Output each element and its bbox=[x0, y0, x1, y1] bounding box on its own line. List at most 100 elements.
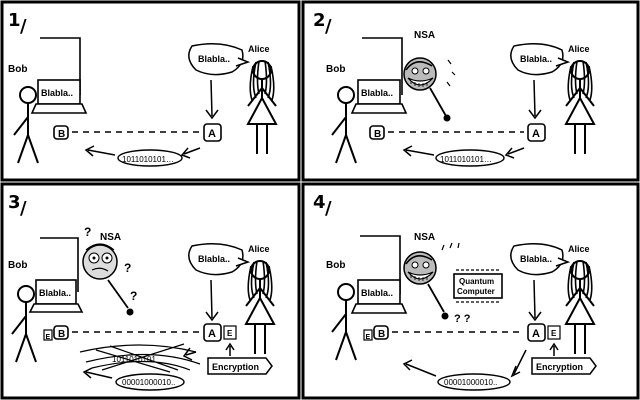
panel-1-arrow-to-binary bbox=[180, 147, 201, 159]
panel-3-laptop: Blabla.. bbox=[28, 279, 84, 313]
panel-2-speech-text: Blabla.. bbox=[520, 54, 552, 64]
panel-3-alice bbox=[245, 260, 275, 355]
panel-3-bob bbox=[11, 285, 37, 363]
panel-4-bob bbox=[331, 283, 357, 361]
panel-2-nsa-label: NSA bbox=[414, 30, 435, 41]
panel-3-box-a-label: A bbox=[208, 328, 216, 340]
panel-3-scribble-lines bbox=[79, 343, 201, 373]
panel-1-laptop-text: Blabla.. bbox=[41, 88, 73, 98]
panel-4-binary-bubble bbox=[437, 373, 511, 391]
panel-4-alice-label: Alice bbox=[568, 244, 590, 254]
panel-4-binary: 00001000010.. bbox=[444, 378, 497, 387]
panel-3-encryption-tag: Encryption bbox=[207, 357, 273, 375]
panel-1-speech-text: Blabla.. bbox=[198, 54, 230, 64]
panel-2-box-b-label: B bbox=[374, 129, 381, 140]
panel-1-wall bbox=[40, 37, 81, 95]
panel-4-key-right bbox=[547, 325, 561, 340]
panel-4-encryption-tag: Encryption bbox=[531, 357, 597, 375]
panel-4-laptop: Blabla.. bbox=[350, 279, 408, 314]
panel-1-speech-bubble: Blabla.. bbox=[188, 43, 251, 76]
svg-text:/: / bbox=[20, 198, 27, 219]
panel-1-arrow-down bbox=[205, 79, 219, 120]
panel-4-key-right-label: E bbox=[551, 329, 557, 338]
panel-1-alice-label: Alice bbox=[248, 44, 270, 54]
panel-4-alice bbox=[565, 260, 595, 355]
panel-3-speech-bubble: Blabla.. bbox=[188, 243, 251, 276]
panel-3-arrow-to-bob bbox=[82, 367, 113, 379]
panel-3-key-left-label: E bbox=[46, 334, 51, 341]
panel-4-laptop-text: Blabla.. bbox=[361, 288, 393, 298]
panel-3-question-mark-2: ? bbox=[124, 261, 131, 275]
panel-4-arrow-down bbox=[528, 279, 542, 322]
panel-4-box-a-label: A bbox=[532, 328, 540, 340]
panel-2-arrow-down bbox=[528, 79, 542, 120]
panel-3-arrow-down bbox=[205, 279, 219, 322]
panel-3-arrow-to-scribble bbox=[182, 347, 197, 361]
panel-3-number: 3 bbox=[8, 192, 21, 213]
panel-3-nsa-arm bbox=[107, 279, 129, 309]
panel-3-box-a bbox=[203, 323, 222, 342]
panel-3-encryption-label: Encryption bbox=[212, 362, 259, 372]
panel-4-quantum-computer: Quantum Computer bbox=[453, 269, 503, 303]
panel-3-nsa-confused-face bbox=[82, 243, 118, 280]
panel-3-binary-bubble bbox=[115, 373, 185, 391]
panel-4-nsa-probe bbox=[441, 312, 449, 320]
panel-4-question-marks: ? ? bbox=[454, 313, 471, 325]
panel-2-arrow-to-binary bbox=[504, 147, 525, 159]
panel-1-alice bbox=[247, 60, 277, 155]
panel-4-nsa-label: NSA bbox=[414, 232, 435, 243]
panel-4-key-left bbox=[363, 329, 373, 341]
panel-4-wall bbox=[360, 235, 401, 294]
panel-3-speech-text: Blabla.. bbox=[198, 254, 230, 264]
panel-1-bob bbox=[13, 86, 39, 164]
panel-4-box-b-label: B bbox=[378, 329, 385, 340]
panel-2-nsa-probe bbox=[443, 114, 451, 122]
panel-1-box-b bbox=[53, 125, 69, 140]
panel-2-binary-bubble bbox=[435, 149, 505, 167]
panel-1: 1 / Bob Blabla.. B A Blabla.. Alice 1011… bbox=[8, 10, 277, 167]
panel-3-bob-label: Bob bbox=[8, 260, 27, 271]
panel-3-key-left bbox=[43, 329, 53, 341]
panel-2-alice-label: Alice bbox=[568, 44, 590, 54]
panel-4-motion-marks bbox=[441, 242, 460, 251]
panel-2-nsa-troll-face bbox=[403, 57, 437, 91]
panel-1-laptop: Blabla.. bbox=[30, 79, 88, 114]
panel-3-alice-label: Alice bbox=[248, 244, 270, 254]
panel-1-box-a-label: A bbox=[208, 128, 216, 140]
panel-4-arrow-to-binary bbox=[510, 349, 527, 378]
panel-4-number: 4 bbox=[313, 192, 326, 213]
panel-2-binary: 1011010101… bbox=[440, 155, 492, 164]
panel-4-nsa-arm bbox=[427, 283, 445, 313]
panel-2-bob-label: Bob bbox=[326, 64, 345, 75]
panel-4-speech-text: Blabla.. bbox=[520, 254, 552, 264]
panel-1-box-a bbox=[203, 123, 222, 142]
panel-1-box-b-label: B bbox=[58, 129, 65, 140]
panel-3-nsa-label: NSA bbox=[100, 232, 121, 243]
panel-4-key-left-label: E bbox=[366, 334, 371, 341]
panel-2-motion-marks bbox=[446, 59, 456, 87]
panel-1-binary: 1011010101… bbox=[122, 155, 174, 164]
panel-1-binary-bubble bbox=[117, 149, 183, 167]
panel-2-number: 2 bbox=[313, 10, 326, 31]
panel-2-box-a bbox=[527, 123, 546, 142]
panel-4-qc-line2: Computer bbox=[457, 287, 495, 296]
panel-2-border bbox=[301, 0, 640, 182]
panel-4-arrow-to-bob bbox=[402, 359, 437, 377]
panel-4-box-a bbox=[527, 323, 546, 342]
panel-2-arrow-to-bob bbox=[402, 145, 435, 157]
svg-text:/: / bbox=[325, 198, 332, 219]
panel-4-border bbox=[301, 182, 640, 400]
panel-3-key-right-label: E bbox=[227, 329, 233, 338]
panel-3-border bbox=[0, 182, 301, 400]
panel-2-nsa-arm bbox=[429, 87, 447, 117]
panel-4-arrow-up-encryption bbox=[549, 342, 559, 356]
panel-4-encryption-label: Encryption bbox=[536, 362, 583, 372]
panel-2-alice bbox=[565, 60, 595, 155]
panel-2-box-b bbox=[369, 125, 385, 140]
panel-3-box-b bbox=[53, 325, 69, 340]
panel-3-arrow-up-encryption bbox=[225, 342, 235, 356]
svg-text:/: / bbox=[20, 16, 27, 37]
panel-2-box-a-label: A bbox=[532, 128, 540, 140]
